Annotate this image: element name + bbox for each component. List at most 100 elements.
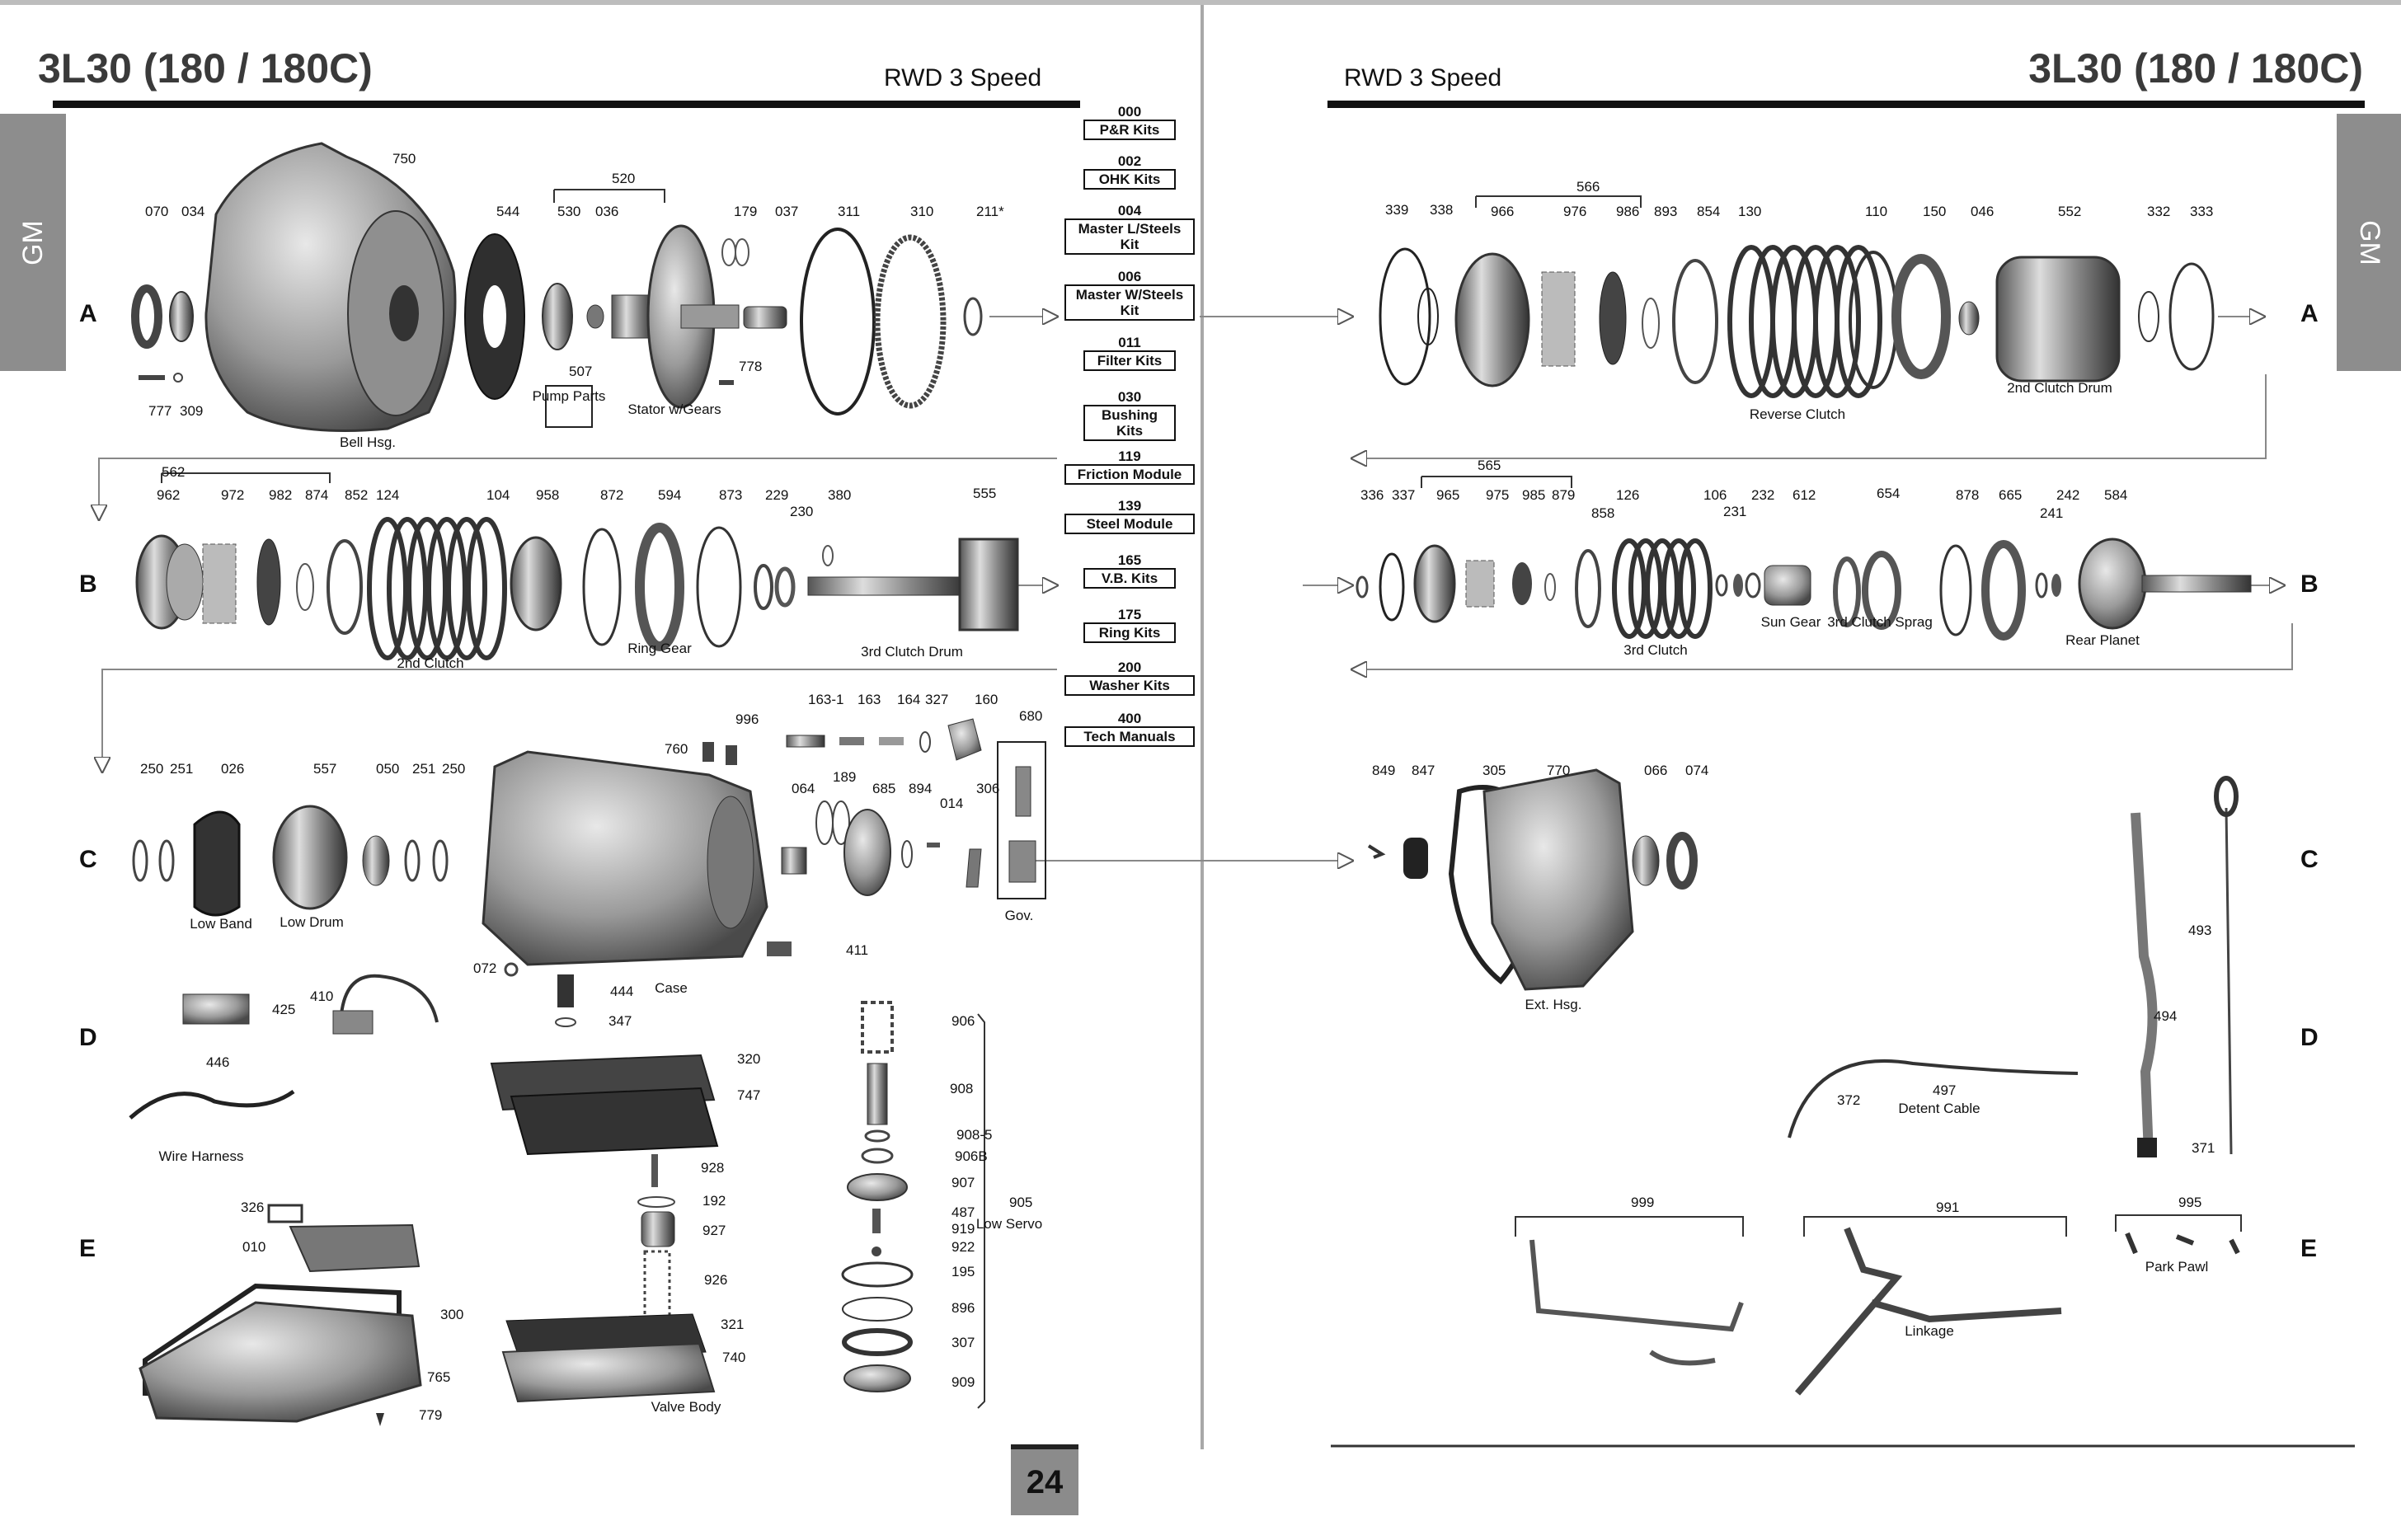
part-number-label: 927 — [702, 1223, 726, 1238]
part-number-label: 036 — [595, 204, 618, 219]
part-584-rear-planet — [2078, 538, 2147, 630]
part-251-washer — [158, 839, 175, 882]
part-975-spring — [1465, 560, 1495, 608]
part-name-label: Sun Gear — [1761, 614, 1821, 630]
part-number-label: 241 — [2040, 505, 2063, 521]
part-770-ext-housing — [1482, 768, 1634, 991]
part-number-label: 552 — [2058, 204, 2081, 219]
left-page-subtitle: RWD 3 Speed — [884, 64, 1042, 92]
part-number-label: 074 — [1685, 763, 1708, 778]
part-name-label: Ext. Hsg. — [1525, 997, 1582, 1012]
part-number-label: 858 — [1591, 505, 1614, 521]
part-number-label: 584 — [2104, 487, 2127, 503]
part-872-ring — [582, 528, 622, 646]
part-996-fitting — [702, 742, 714, 762]
part-name-label: Wire Harness — [159, 1148, 244, 1164]
part-number-label: 872 — [600, 487, 623, 503]
part-name-label: Gov. — [1005, 908, 1034, 923]
part-number-label: 922 — [951, 1239, 975, 1255]
part-number-label: 976 — [1563, 204, 1586, 219]
kit-label: Steel Module — [1064, 514, 1195, 534]
page-divider — [1200, 5, 1204, 1449]
part-name-label: Low Servo — [976, 1216, 1042, 1232]
part-927-cap — [641, 1211, 675, 1247]
row-label-a-right: A — [2300, 300, 2319, 327]
part-371-seal — [2137, 1138, 2157, 1157]
part-number-label: 958 — [536, 487, 559, 503]
part-number-label: 337 — [1392, 487, 1415, 503]
kit-label: Bushing Kits — [1083, 405, 1176, 441]
part-number-label: 250 — [140, 761, 163, 777]
part-number-label: 034 — [181, 204, 204, 219]
part-number-label: 966 — [1491, 204, 1514, 219]
part-179-ring — [721, 238, 736, 266]
kit-code: 175 — [1117, 607, 1142, 622]
part-552-2nd-clutch-drum — [1995, 256, 2121, 383]
part-name-label: Linkage — [1905, 1323, 1954, 1339]
part-number-label: 530 — [557, 204, 580, 219]
part-310-gasket — [874, 234, 947, 409]
part-number-label: 928 — [701, 1160, 724, 1176]
part-number-label: 251 — [412, 761, 435, 777]
part-number-label: 327 — [925, 692, 948, 707]
part-number-label: 654 — [1877, 486, 1900, 501]
part-307-gasket — [842, 1328, 913, 1356]
part-066-bushing — [1632, 835, 1660, 886]
part-number-label: 991 — [1936, 1200, 1959, 1215]
part-919-pin — [872, 1209, 881, 1233]
part-906-spring — [861, 1001, 894, 1054]
part-name-label: 2nd Clutch — [397, 655, 463, 671]
part-number-label: 779 — [419, 1407, 442, 1423]
part-976-spring — [1541, 271, 1576, 367]
part-name-label: Pump Parts — [533, 388, 606, 404]
part-number-label: 972 — [221, 487, 244, 503]
part-894-ring — [901, 840, 913, 868]
part-928-bolt — [651, 1154, 658, 1187]
part-982-plate — [256, 538, 281, 626]
part-number-label: 242 — [2056, 487, 2079, 503]
kit-code: 004 — [1117, 203, 1142, 218]
part-333-ring — [2168, 262, 2215, 371]
part-106-washer — [1715, 574, 1728, 597]
part-163-1-valve — [786, 735, 825, 748]
part-555-drum — [958, 538, 1019, 631]
part-number-label: 046 — [1971, 204, 1994, 219]
part-309-washer — [173, 373, 183, 383]
part-number-label: 778 — [739, 359, 762, 374]
part-306-bracket — [966, 848, 982, 888]
part-685-rotor — [843, 809, 891, 896]
part-number-label: 229 — [765, 487, 788, 503]
part-530-bearing — [542, 283, 573, 350]
part-number-label: 986 — [1616, 204, 1639, 219]
gov-box — [997, 741, 1046, 899]
part-number-label: 371 — [2192, 1140, 2215, 1156]
part-name-label: 3rd Clutch Drum — [861, 644, 963, 660]
part-999-rod — [1529, 1239, 1744, 1366]
part-444-connector — [557, 974, 574, 1007]
part-number-label: 211* — [976, 204, 1004, 219]
part-name-label: Bell Hsg. — [340, 434, 396, 450]
part-number-label: 251 — [170, 761, 193, 777]
row-de-left-parts — [129, 974, 914, 1426]
part-104-clutch-pack — [367, 517, 507, 660]
part-number-label: 777 — [148, 403, 172, 419]
part-544-friction-plate-hole — [483, 285, 506, 348]
part-number-label: 497 — [1933, 1082, 1956, 1098]
part-number-label: 975 — [1486, 487, 1509, 503]
part-014-pin — [927, 843, 940, 847]
kit-code: 139 — [1117, 498, 1142, 514]
part-195-oring — [841, 1261, 914, 1288]
part-922-ring — [872, 1247, 881, 1256]
